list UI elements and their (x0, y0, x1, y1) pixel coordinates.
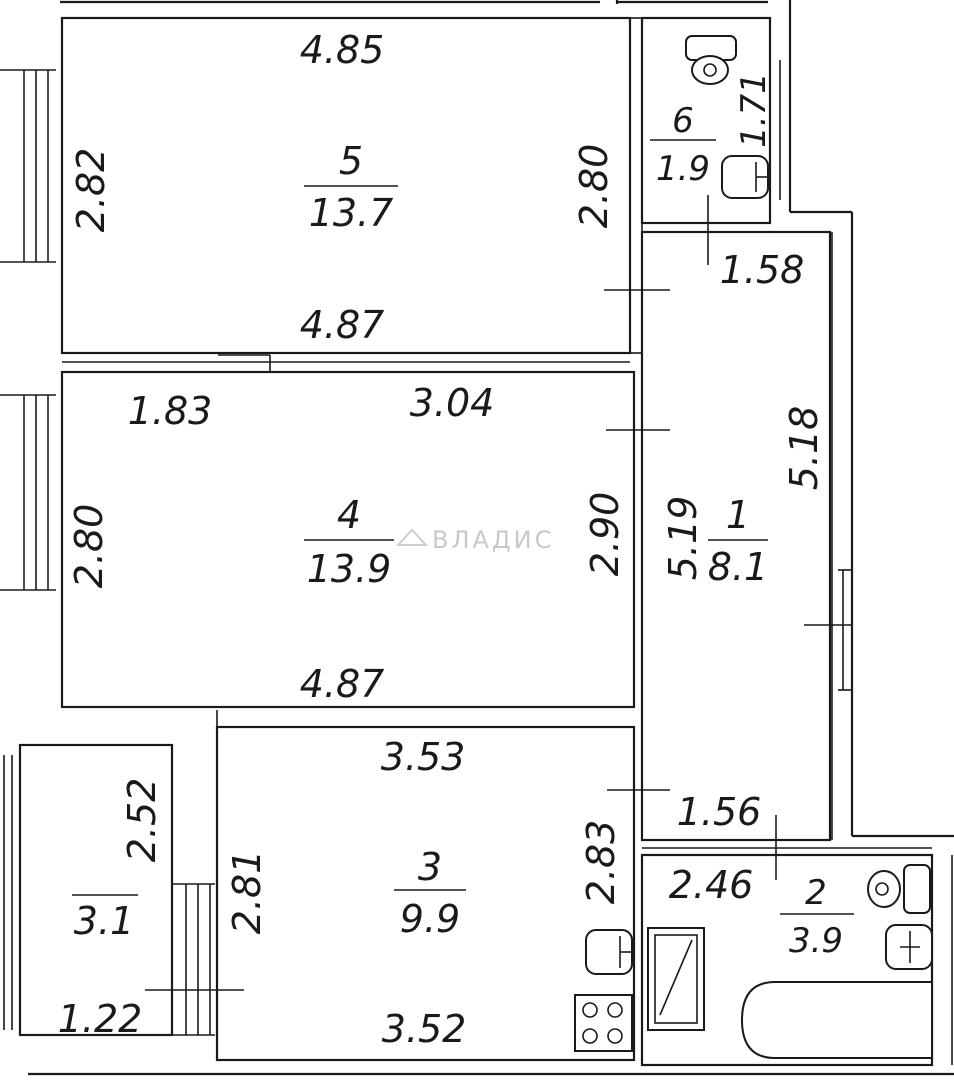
dimension-labels: 4.85 4.87 2.82 2.80 1.71 1.58 5.18 5.19 … (58, 28, 826, 1051)
room-6-area: 1.9 (656, 149, 710, 189)
room-6-number: 6 (672, 101, 694, 141)
walls (18, 0, 954, 1076)
dim-room5-left: 2.82 (69, 148, 113, 233)
room-4-outline (60, 370, 636, 709)
dim-room4-left: 2.80 (67, 504, 111, 589)
window-room5 (0, 69, 56, 263)
dim-room5-right: 2.80 (572, 144, 616, 229)
window-room3 (172, 883, 215, 1036)
dim-room3-bottom: 3.52 (382, 1007, 467, 1051)
room-1-number: 1 (726, 493, 750, 537)
room-5-area: 13.7 (309, 191, 394, 235)
dim-room5-top: 4.85 (300, 28, 385, 72)
dim-room4-right: 2.90 (583, 492, 627, 577)
room-5-number: 5 (339, 139, 363, 183)
room-2-number: 2 (805, 873, 827, 913)
room-2-area: 3.9 (789, 921, 843, 961)
dim-room3-top: 3.53 (381, 735, 466, 779)
dim-room4-top-right: 3.04 (410, 381, 495, 425)
dim-bath-top: 2.46 (669, 863, 754, 907)
watermark-text: ВЛАДИС (432, 526, 554, 554)
room-1-area: 8.1 (708, 545, 768, 589)
room-4-area: 13.9 (307, 547, 392, 591)
dim-room5-bottom: 4.87 (300, 303, 385, 347)
dim-corridor-right: 5.18 (782, 406, 826, 491)
room-4-number: 4 (337, 493, 361, 537)
dim-room6-side: 1.71 (734, 72, 774, 148)
window-balcony (3, 755, 13, 1030)
dim-room4-bottom: 4.87 (300, 662, 385, 706)
watermark-logo: ВЛАДИС (395, 526, 554, 554)
room-3-outline (215, 725, 636, 1062)
dim-corridor-bottom: 1.56 (677, 790, 762, 834)
room-1-outline (640, 230, 832, 842)
dim-corridor-top: 1.58 (720, 248, 805, 292)
fixtures (574, 35, 933, 1059)
windows (0, 60, 852, 1036)
room-labels: 5 13.7 6 1.9 4 13.9 1 8.1 3 9.9 2 3.9 3.… (74, 101, 843, 961)
door-markers (145, 195, 852, 991)
stove-icon (574, 994, 633, 1052)
bathtub-icon (740, 981, 933, 1059)
dim-balcony-side: 2.52 (120, 778, 164, 863)
dim-balcony-bottom: 1.22 (58, 997, 143, 1041)
bath-sink-icon (885, 924, 933, 970)
balcony-outline (18, 743, 174, 1037)
dim-room3-right: 2.83 (579, 820, 623, 905)
bath-toilet-icon (867, 864, 931, 914)
balcony-area: 3.1 (74, 899, 134, 943)
fraction-bars (72, 139, 854, 915)
wc-toilet-icon (685, 35, 737, 85)
wc-sink-icon (721, 155, 769, 199)
room-3-number: 3 (418, 845, 442, 889)
window-corridor (838, 569, 852, 691)
window-room4 (0, 394, 56, 591)
dim-room4-top-left: 1.83 (128, 389, 213, 433)
kitchen-sink-icon (585, 929, 633, 975)
dim-corridor-left: 5.19 (661, 496, 705, 581)
room-6-outline (640, 16, 772, 225)
room-3-area: 9.9 (400, 897, 460, 941)
dim-room3-left: 2.81 (225, 850, 269, 935)
washing-machine-icon (647, 927, 705, 1031)
